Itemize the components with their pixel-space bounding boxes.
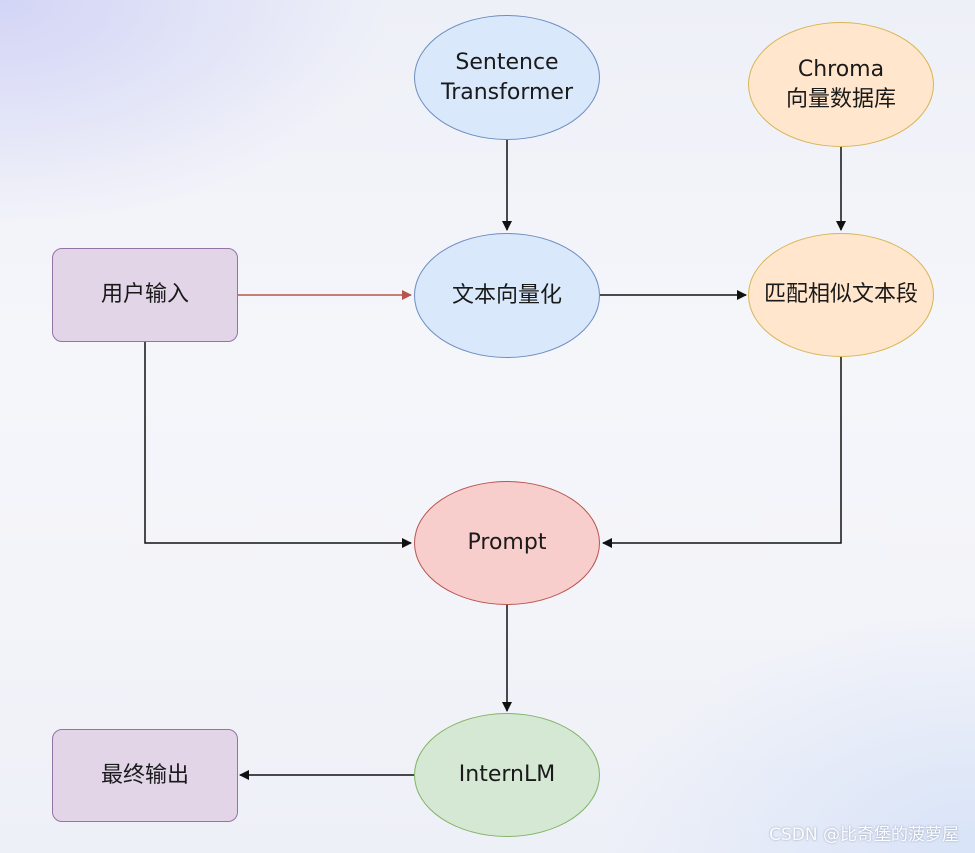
- node-match-label: 匹配相似文本段: [763, 282, 918, 307]
- node-match: 匹配相似文本段: [748, 233, 934, 357]
- node-vectorize: 文本向量化: [414, 233, 600, 358]
- node-sentence-transformer: Sentence Transformer: [414, 15, 600, 140]
- node-chroma: Chroma 向量数据库: [748, 22, 934, 147]
- node-sentence-transformer-label: Sentence Transformer: [440, 49, 573, 105]
- edge-match-to-prompt: [602, 357, 842, 548]
- node-internlm-label: InternLM: [458, 762, 556, 787]
- node-prompt-label: Prompt: [467, 530, 547, 555]
- node-user-input-label: 用户输入: [100, 282, 189, 307]
- watermark-text: CSDN @比奇堡的菠萝屋: [769, 825, 959, 845]
- node-final-output: 最终输出: [52, 729, 238, 822]
- node-internlm: InternLM: [414, 713, 600, 837]
- edge-user-input-to-prompt: [144, 342, 412, 548]
- node-prompt: Prompt: [414, 481, 600, 605]
- node-final-output-label: 最终输出: [100, 762, 189, 788]
- node-vectorize-label: 文本向量化: [451, 282, 562, 308]
- node-chroma-label: Chroma 向量数据库: [785, 56, 896, 112]
- node-user-input: 用户输入: [52, 248, 238, 342]
